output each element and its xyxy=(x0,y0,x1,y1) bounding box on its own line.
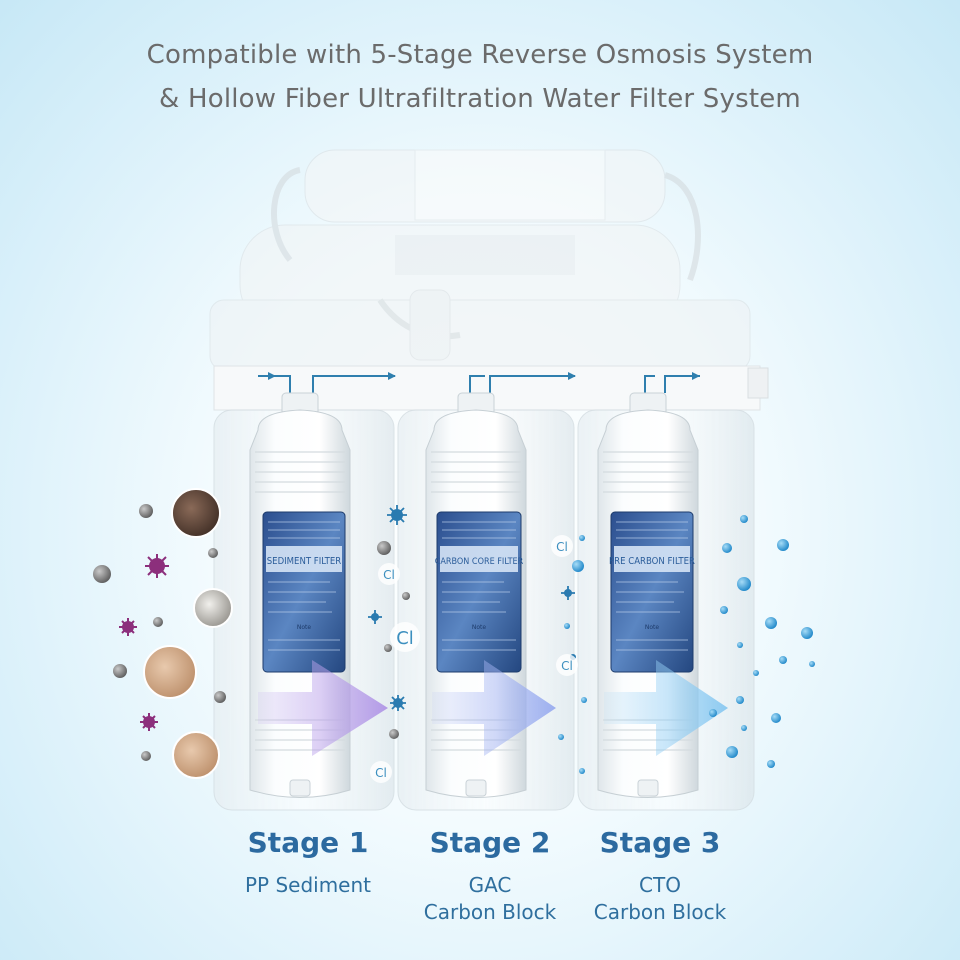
filter-note-1: Note xyxy=(297,624,312,631)
filter-label-3: PRE CARBON FILTER xyxy=(609,556,695,567)
headline-line-2: & Hollow Fiber Ultrafiltration Water Fil… xyxy=(159,84,801,114)
flow-arrow-3 xyxy=(604,660,728,756)
stage-3-line-2: Carbon Block xyxy=(593,900,727,924)
stage-2-title: Stage 2 xyxy=(429,826,551,859)
filter-note-3: Note xyxy=(645,624,660,631)
chlorine-symbol: Cl xyxy=(561,659,573,673)
ro-system-background xyxy=(209,149,751,371)
stage-3-description: CTO Carbon Block xyxy=(550,872,770,926)
flow-arrows xyxy=(258,660,728,756)
chlorine-symbol: Cl xyxy=(383,568,395,582)
stage-3-line-1: CTO xyxy=(639,873,681,897)
stage-1-line-1: PP Sediment xyxy=(244,873,372,897)
stage-2-line-1: GAC xyxy=(468,873,512,897)
stage-1-title: Stage 1 xyxy=(247,826,369,859)
flow-arrow-1 xyxy=(258,660,388,756)
stage-2-description: GAC Carbon Block xyxy=(380,872,600,926)
chlorine-symbol: Cl xyxy=(556,540,568,554)
stage-2-line-2: Carbon Block xyxy=(423,900,557,924)
stage-1-description: PP Sediment xyxy=(198,872,418,899)
chlorine-symbol: Cl xyxy=(396,628,414,649)
filter-label-2: CARBON CORE FILTER xyxy=(435,557,524,567)
headline-line-1: Compatible with 5-Stage Reverse Osmosis … xyxy=(146,40,814,70)
stage-3-title: Stage 3 xyxy=(599,826,721,859)
contaminants xyxy=(93,488,576,779)
chlorine-symbol: Cl xyxy=(375,766,387,780)
flow-arrow-2 xyxy=(432,660,556,756)
filter-note-2: Note xyxy=(472,624,487,631)
water-drops xyxy=(558,515,815,774)
chlorine-symbols: Cl Cl Cl Cl Cl xyxy=(370,535,578,783)
filter-label-1: SEDIMENT FILTER xyxy=(267,556,342,567)
